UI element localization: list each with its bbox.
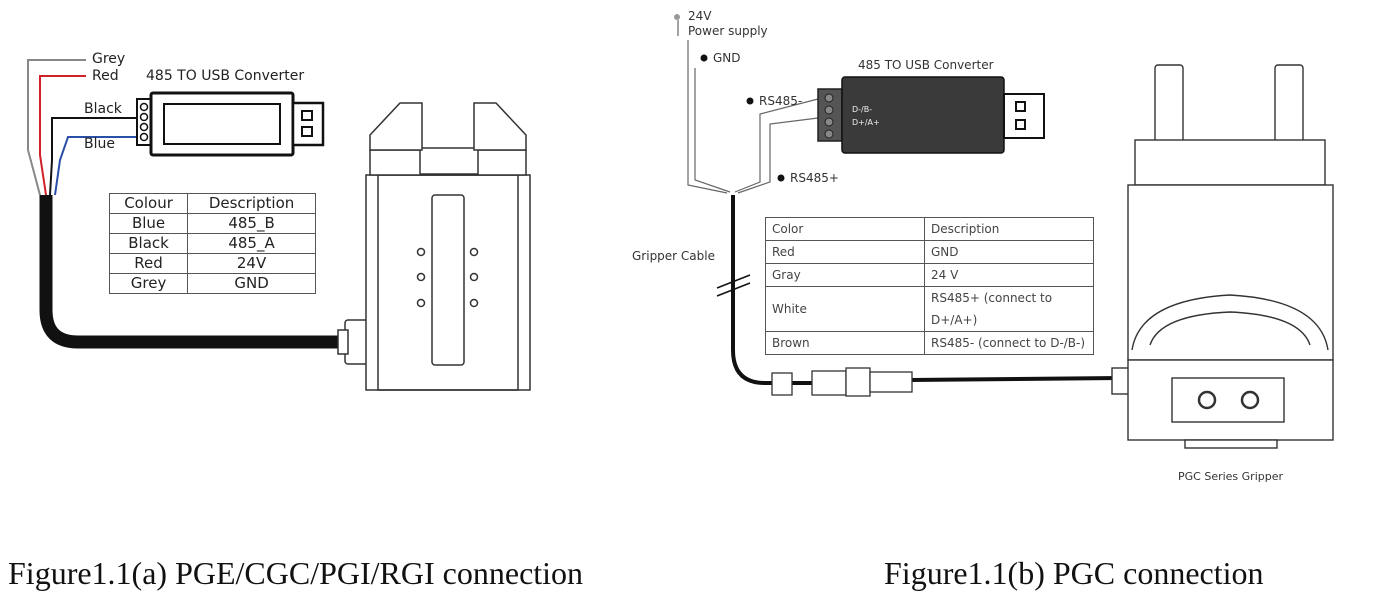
- power-label-line2: Power supply: [688, 24, 768, 38]
- table-cell: 24V: [187, 253, 316, 274]
- table-cell: Red: [108, 253, 189, 274]
- gnd-dot: [700, 54, 708, 62]
- wire-color-table-a: Colour Description Blue 485_B Black 485_…: [108, 193, 316, 294]
- cable-break-mark: [716, 274, 751, 297]
- table-row: Blue 485_B: [108, 213, 316, 234]
- rs485-plus-dot: [777, 174, 785, 182]
- gnd-wire: [694, 68, 731, 193]
- table-header-cell: Color: [765, 217, 925, 241]
- power-label-line1: 24V: [688, 9, 712, 23]
- table-cell: GND: [924, 240, 1094, 264]
- table-cell: RS485+ (connect to D+/A+): [924, 286, 1094, 332]
- table-cell: Black: [108, 233, 189, 254]
- table-header-row: Colour Description: [108, 193, 316, 214]
- rs485-minus-dot: [746, 97, 754, 105]
- table-cell: 485_B: [187, 213, 316, 234]
- gripper-b: [1111, 64, 1334, 449]
- converter-label-b: 485 TO USB Converter: [858, 58, 994, 72]
- table-row: White RS485+ (connect to D+/A+): [765, 286, 1094, 332]
- table-cell: 24 V: [924, 263, 1094, 287]
- converter-pin-label-2: D+/A+: [852, 118, 880, 127]
- table-cell: 485_A: [187, 233, 316, 254]
- table-row: Black 485_A: [108, 233, 316, 254]
- table-row: Gray 24 V: [765, 263, 1094, 287]
- rs485-plus-label: RS485+: [790, 171, 839, 185]
- wire-label-black: Black: [84, 101, 123, 117]
- table-cell: Blue: [108, 213, 189, 234]
- table-header-cell: Description: [924, 217, 1094, 241]
- usb-converter-b: [817, 76, 1045, 154]
- gripper-cable-b-end: [909, 376, 1121, 382]
- rs485-plus-wire: [737, 117, 819, 194]
- blue-wire: [54, 136, 137, 196]
- gripper-cable-b: [731, 195, 812, 385]
- table-cell: Red: [765, 240, 925, 264]
- converter-label-a: 485 TO USB Converter: [146, 68, 304, 84]
- gripper-name-label: PGC Series Gripper: [1178, 470, 1283, 483]
- figure-a-wiring: Grey Red Black Blue 485 TO USB Converter: [27, 51, 531, 391]
- table-cell: Brown: [765, 331, 925, 355]
- table-cell: Grey: [108, 273, 189, 294]
- rs485-minus-wire: [734, 98, 819, 193]
- table-row: Brown RS485- (connect to D-/B-): [765, 331, 1094, 355]
- table-cell: GND: [187, 273, 316, 294]
- grey-wire: [27, 59, 86, 196]
- power-dot: [674, 14, 680, 20]
- black-wire: [49, 117, 137, 196]
- table-header-cell: Colour: [108, 193, 189, 214]
- figure-b-wiring: 24V Power supply GND 485 TO USB Converte…: [632, 9, 1334, 483]
- red-wire: [39, 75, 86, 196]
- wire-color-table-b: Color Description Red GND Gray 24 V Whit…: [765, 217, 1094, 355]
- wire-label-blue: Blue: [84, 136, 115, 152]
- table-cell: Gray: [765, 263, 925, 287]
- table-header-cell: Description: [187, 193, 316, 214]
- power-wire: [677, 20, 728, 194]
- gnd-label: GND: [713, 51, 741, 65]
- figure-caption-b: Figure1.1(b) PGC connection: [884, 555, 1264, 591]
- figure-caption-a: Figure1.1(a) PGE/CGC/PGI/RGI connection: [8, 555, 584, 591]
- table-cell: White: [765, 286, 925, 332]
- wire-label-grey: Grey: [92, 51, 125, 67]
- cable-connector: [771, 367, 913, 397]
- gripper-cable-a: [39, 195, 350, 349]
- gripper-cable-label: Gripper Cable: [632, 249, 715, 263]
- converter-pin-label-1: D-/B-: [852, 105, 872, 114]
- gripper-a: [337, 102, 531, 391]
- wire-label-red: Red: [92, 68, 119, 84]
- table-row: Red 24V: [108, 253, 316, 274]
- usb-converter-a: [136, 91, 325, 157]
- table-row: Red GND: [765, 240, 1094, 264]
- table-header-row: Color Description: [765, 217, 1094, 241]
- rs485-minus-label: RS485-: [759, 94, 802, 108]
- table-row: Grey GND: [108, 273, 316, 294]
- table-cell: RS485- (connect to D-/B-): [924, 331, 1094, 355]
